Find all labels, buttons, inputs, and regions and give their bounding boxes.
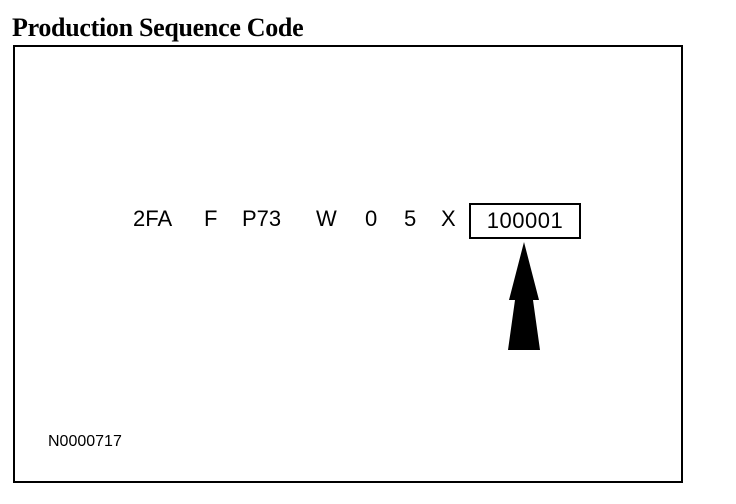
figure-reference: N0000717 <box>48 433 122 450</box>
up-arrow-icon <box>508 242 540 350</box>
page-title: Production Sequence Code <box>12 13 304 42</box>
vin-segment-check-digit: 0 <box>365 206 378 231</box>
vin-segment-model-year: 5 <box>404 206 417 231</box>
vin-segment-restraint: F <box>204 206 218 231</box>
vin-segment-line-series-body: P73 <box>242 206 282 231</box>
production-sequence-code: 100001 <box>486 208 564 233</box>
vin-segment-engine: W <box>316 206 337 231</box>
diagram-frame: 2FA F P73 W 0 5 X 100001 N0000717 <box>13 45 683 483</box>
vin-segment-assembly-plant: X <box>441 206 456 231</box>
production-sequence-code-box: 100001 <box>469 203 581 239</box>
vin-segment-wmi: 2FA <box>133 206 173 231</box>
